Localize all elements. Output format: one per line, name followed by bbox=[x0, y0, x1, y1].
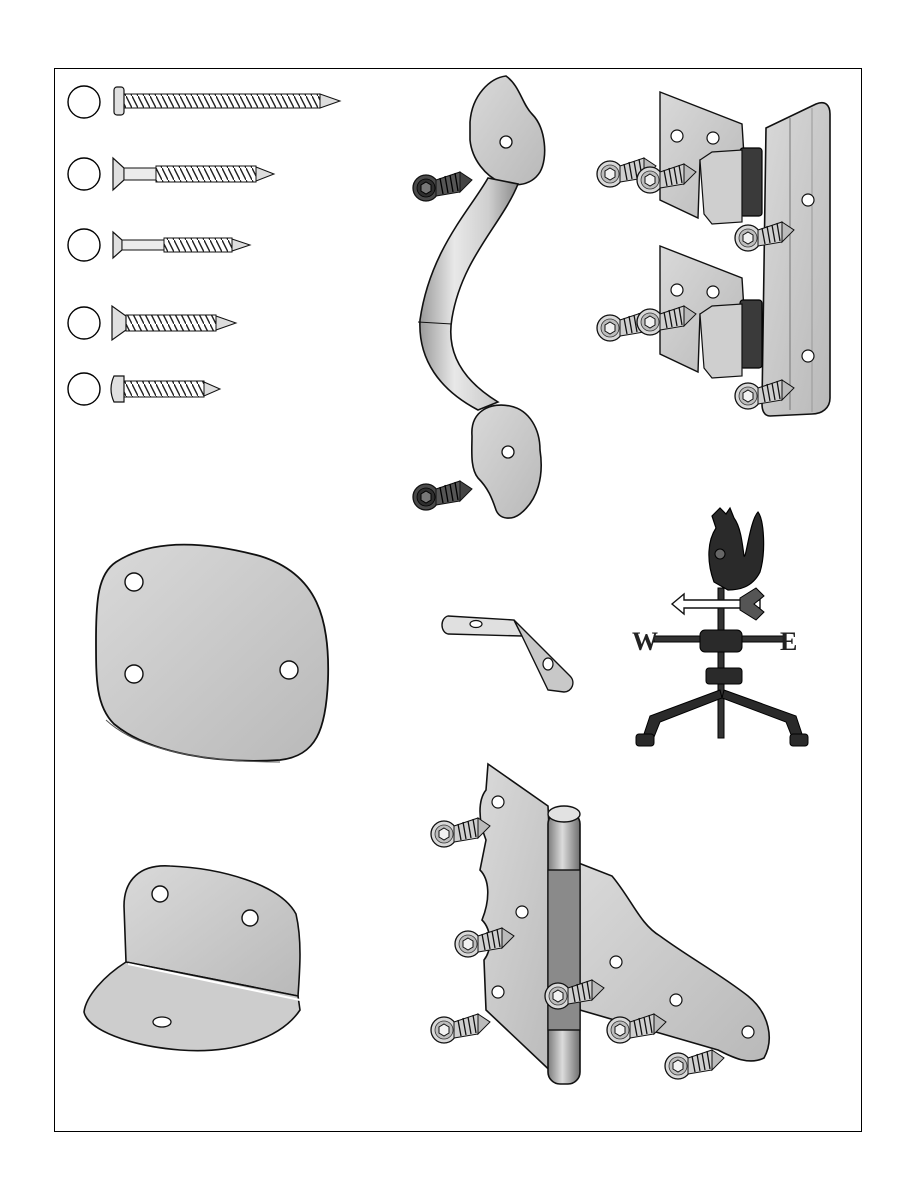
small-l-bracket bbox=[442, 616, 573, 692]
screw-c-marker bbox=[68, 229, 100, 261]
screw-e-marker bbox=[68, 373, 100, 405]
weathervane: W E bbox=[632, 508, 808, 746]
screw-d-marker bbox=[68, 307, 100, 339]
weathervane-east-letter: E bbox=[780, 627, 797, 656]
screw-d-icon bbox=[112, 306, 236, 340]
hinge-screw-3 bbox=[431, 1014, 490, 1043]
screw-e-icon bbox=[111, 376, 220, 402]
gate-handle bbox=[413, 76, 545, 518]
hinge-screw-1 bbox=[431, 818, 490, 847]
weathervane-west-letter: W bbox=[632, 627, 658, 656]
hinge-screw-6 bbox=[665, 1050, 724, 1079]
screw-legend bbox=[68, 86, 340, 405]
screw-a-icon bbox=[114, 87, 340, 115]
gate-hinge bbox=[431, 764, 769, 1084]
flat-mounting-plate bbox=[96, 545, 328, 762]
handle-screw-top bbox=[413, 172, 472, 201]
handle-screw-bottom bbox=[413, 481, 472, 510]
screw-a-marker bbox=[68, 86, 100, 118]
screw-c-icon bbox=[113, 232, 250, 258]
angle-mounting-bracket bbox=[84, 866, 300, 1051]
screw-b-icon bbox=[113, 158, 274, 190]
screw-b-marker bbox=[68, 158, 100, 190]
latch-bracket-assembly bbox=[597, 92, 830, 416]
